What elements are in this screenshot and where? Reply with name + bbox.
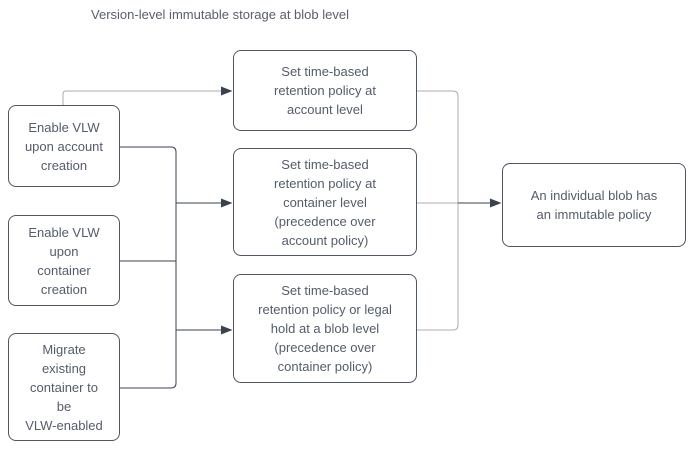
node-migrate-existing-container: Migrate existing container to be VLW-ena…: [8, 333, 120, 441]
arrowhead-retention-container: [221, 198, 233, 208]
node-retention-policy-account: Set time-based retention policy at accou…: [233, 50, 417, 131]
node-individual-blob-immutable: An individual blob has an immutable poli…: [502, 163, 686, 247]
node-retention-policy-container: Set time-based retention policy at conta…: [233, 148, 417, 256]
node-enable-vlw-container-label: Enable VLW upon container creation: [28, 224, 100, 297]
arrowhead-retention-account: [221, 86, 233, 96]
node-enable-vlw-account: Enable VLW upon account creation: [8, 105, 120, 187]
node-retention-policy-blob-label: Set time-based retention policy or legal…: [258, 283, 392, 374]
node-migrate-existing-container-label: Migrate existing container to be VLW-ena…: [25, 341, 103, 433]
arrowhead-result: [490, 198, 502, 208]
node-enable-vlw-container: Enable VLW upon container creation: [8, 215, 120, 306]
edge-right-merge-bus: [417, 90, 459, 331]
edge-account-to-retention-account: [62, 90, 221, 105]
node-retention-policy-blob: Set time-based retention policy or legal…: [233, 274, 417, 383]
node-enable-vlw-account-label: Enable VLW upon account creation: [24, 119, 104, 173]
arrowhead-retention-blob: [221, 325, 233, 335]
diagram-title: Version-level immutable storage at blob …: [91, 7, 349, 22]
node-retention-policy-account-label: Set time-based retention policy at accou…: [274, 64, 376, 117]
node-individual-blob-immutable-label: An individual blob has an immutable poli…: [530, 188, 658, 222]
node-retention-policy-container-label: Set time-based retention policy at conta…: [274, 156, 376, 248]
edge-left-merge-bus: [120, 146, 177, 389]
